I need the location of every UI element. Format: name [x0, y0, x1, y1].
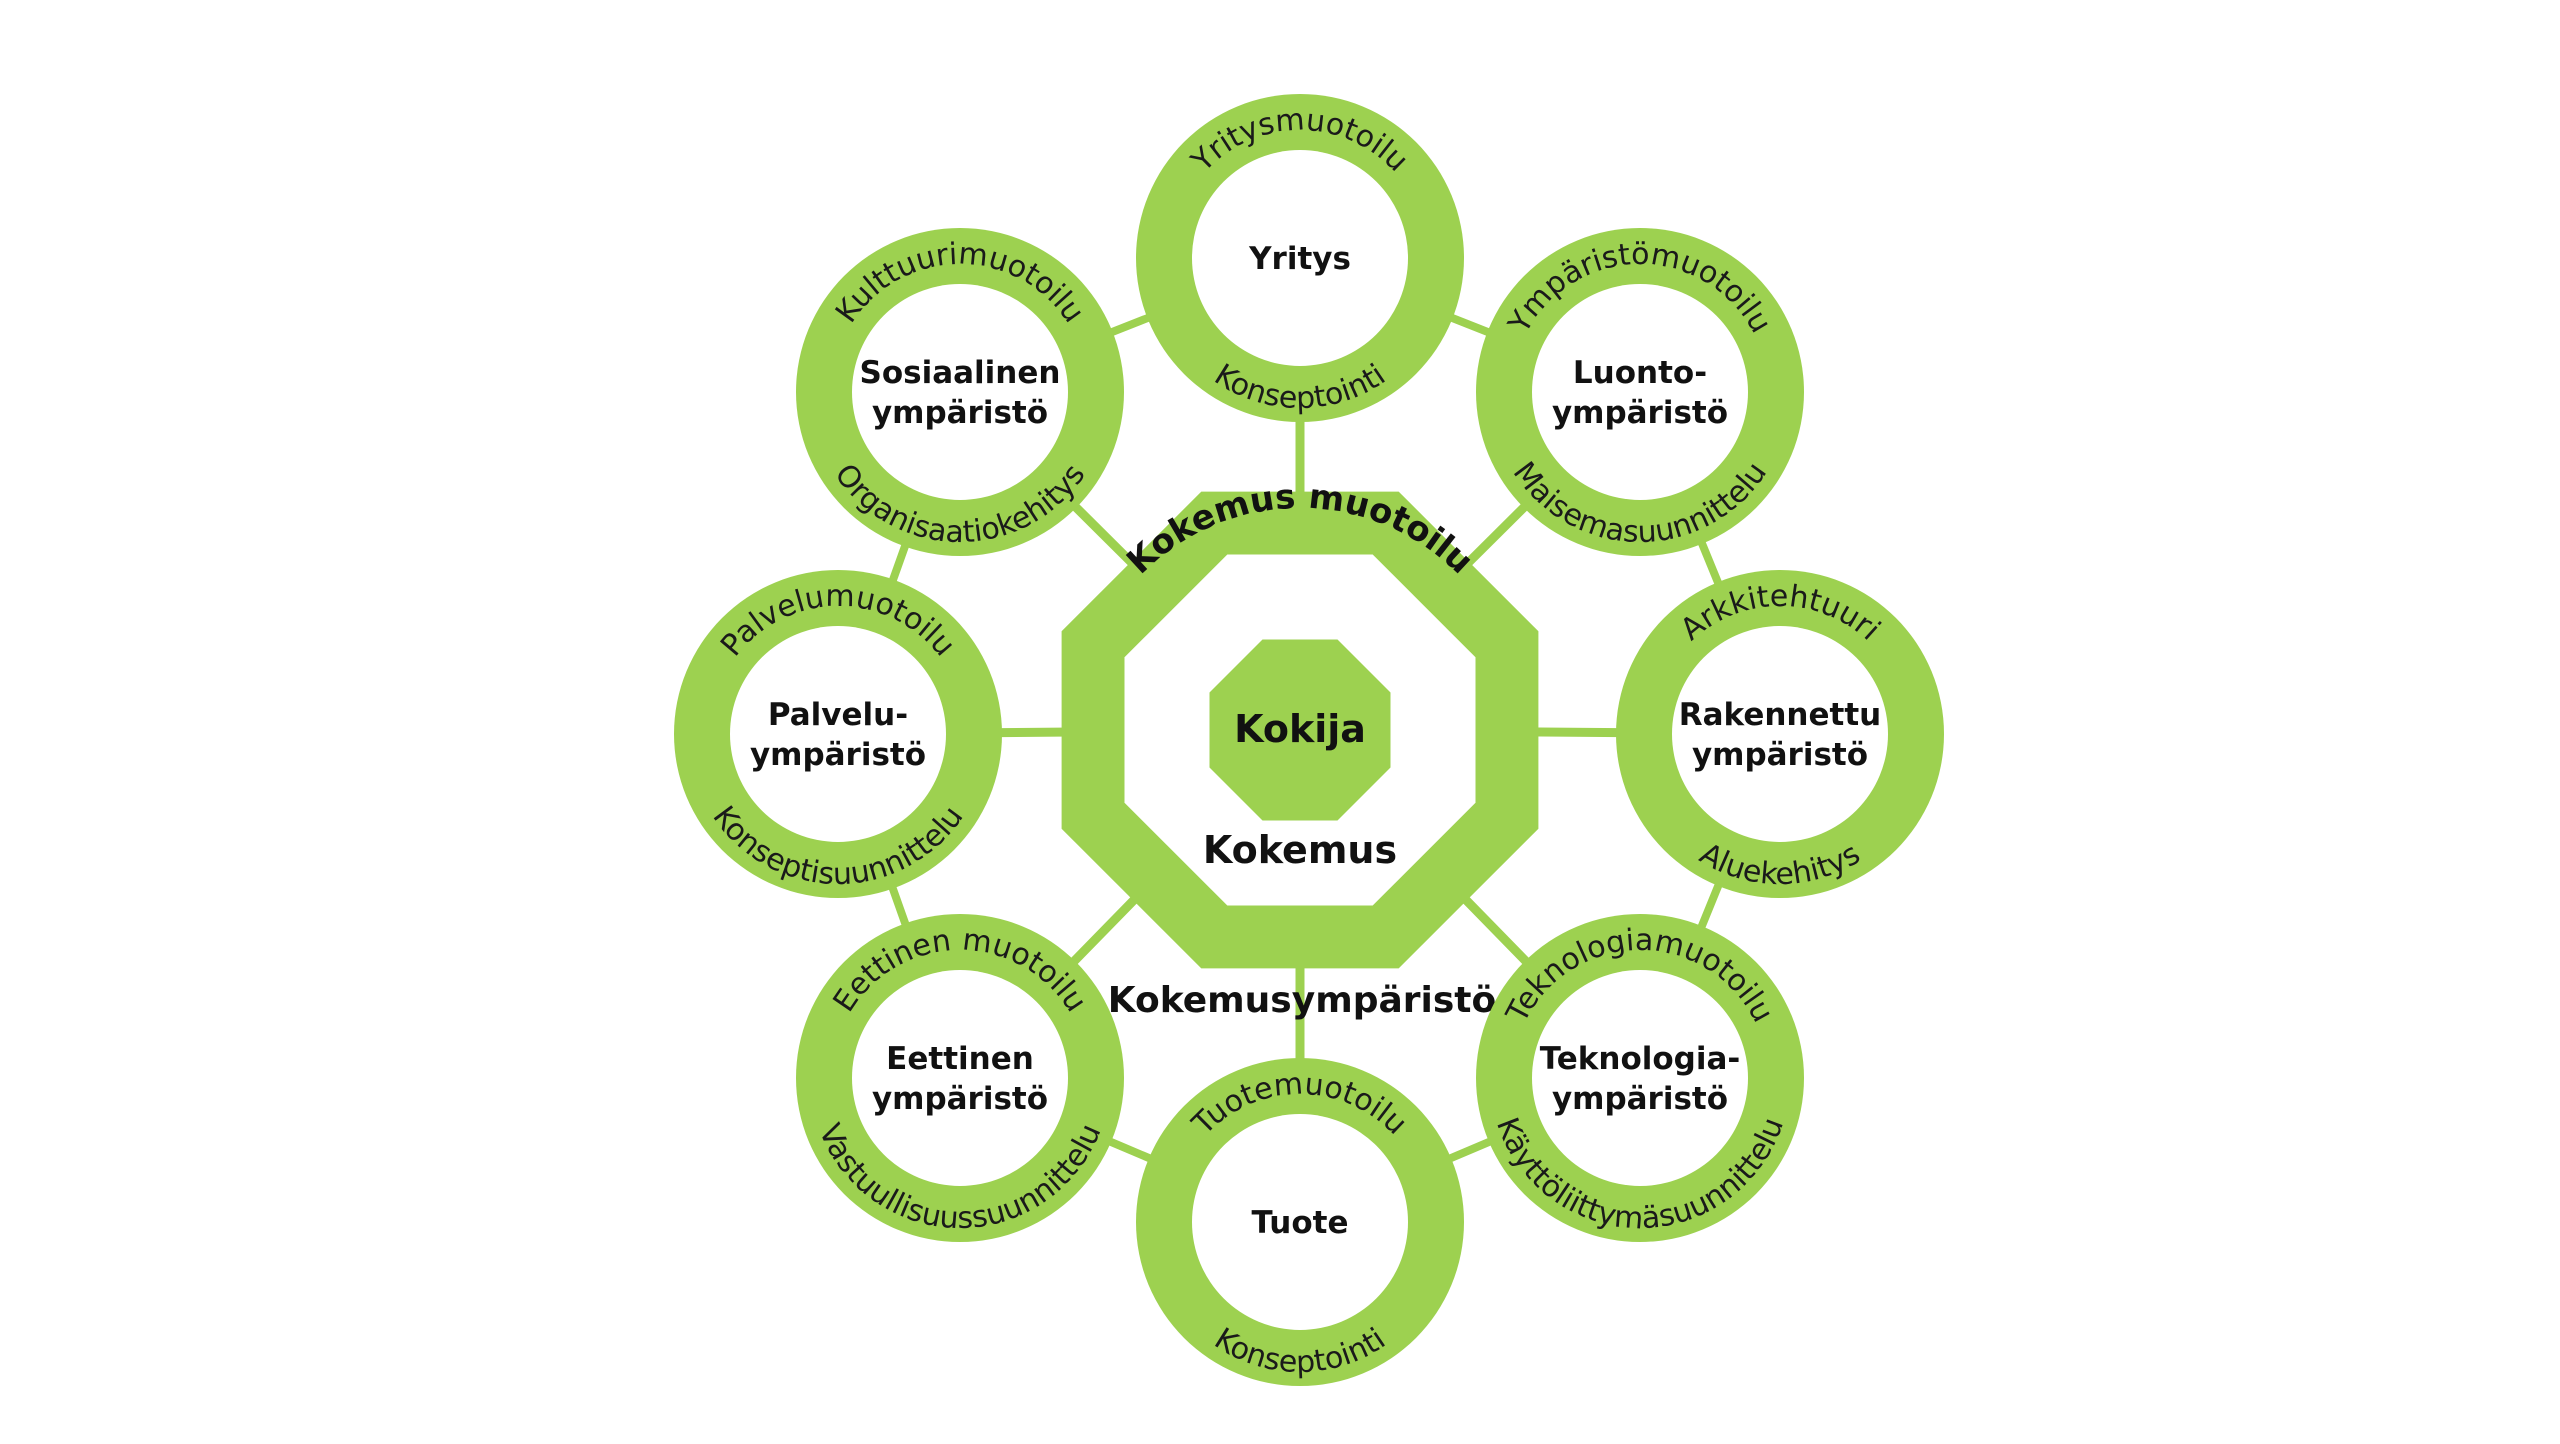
- node-label-line: Palvelu-: [768, 697, 908, 733]
- node-teknologia: TeknologiamuotoiluKäyttöliittymäsuunnitt…: [1476, 914, 1804, 1242]
- node-label-line: ympäristö: [872, 1081, 1048, 1117]
- node-center: [852, 970, 1068, 1186]
- node-center: [1192, 1114, 1408, 1330]
- node-label-line: ympäristö: [1552, 1081, 1728, 1117]
- node-center: [730, 626, 946, 842]
- node-eettinen: Eettinen muotoiluVastuullisuussuunnittel…: [796, 914, 1124, 1242]
- experiencer-label: Kokija: [1234, 707, 1366, 751]
- node-label-line: ympäristö: [750, 737, 926, 773]
- node-label-line: ympäristö: [1552, 395, 1728, 431]
- node-label-line: Luonto-: [1573, 355, 1707, 391]
- node-label-line: ympäristö: [872, 395, 1048, 431]
- node-label-line: Eettinen: [886, 1041, 1034, 1077]
- node-center: [852, 284, 1068, 500]
- experience-label: Kokemus: [1203, 828, 1397, 872]
- node-label-line: Rakennettu: [1679, 697, 1881, 733]
- node-rakennettu: ArkkitehtuuriAluekehitysRakennettuympäri…: [1616, 570, 1944, 898]
- node-luonto: YmpäristömuotoiluMaisemasuunnitteluLuont…: [1476, 228, 1804, 556]
- node-label-line: Teknologia-: [1540, 1041, 1741, 1077]
- experiencer-core: [1209, 639, 1391, 821]
- node-sosiaalinen: KulttuurimuotoiluOrganisaatiokehitysSosi…: [796, 228, 1124, 556]
- node-center: [1532, 970, 1748, 1186]
- experience-environment-label: Kokemusympäristö: [1108, 980, 1496, 1021]
- node-label-line: Yritys: [1248, 241, 1351, 277]
- center-octagon-group: Kokemus muotoilu Kokija Kokemus Kokemusy…: [1061, 477, 1539, 1021]
- node-label-line: ympäristö: [1692, 737, 1868, 773]
- node-center: [1672, 626, 1888, 842]
- node-label-line: Tuote: [1252, 1205, 1349, 1241]
- node-center: [1532, 284, 1748, 500]
- node-label-line: Sosiaalinen: [860, 355, 1061, 391]
- node-center: [1192, 150, 1408, 366]
- node-palvelu: PalvelumuotoiluKonseptisuunnitteluPalvel…: [674, 570, 1002, 898]
